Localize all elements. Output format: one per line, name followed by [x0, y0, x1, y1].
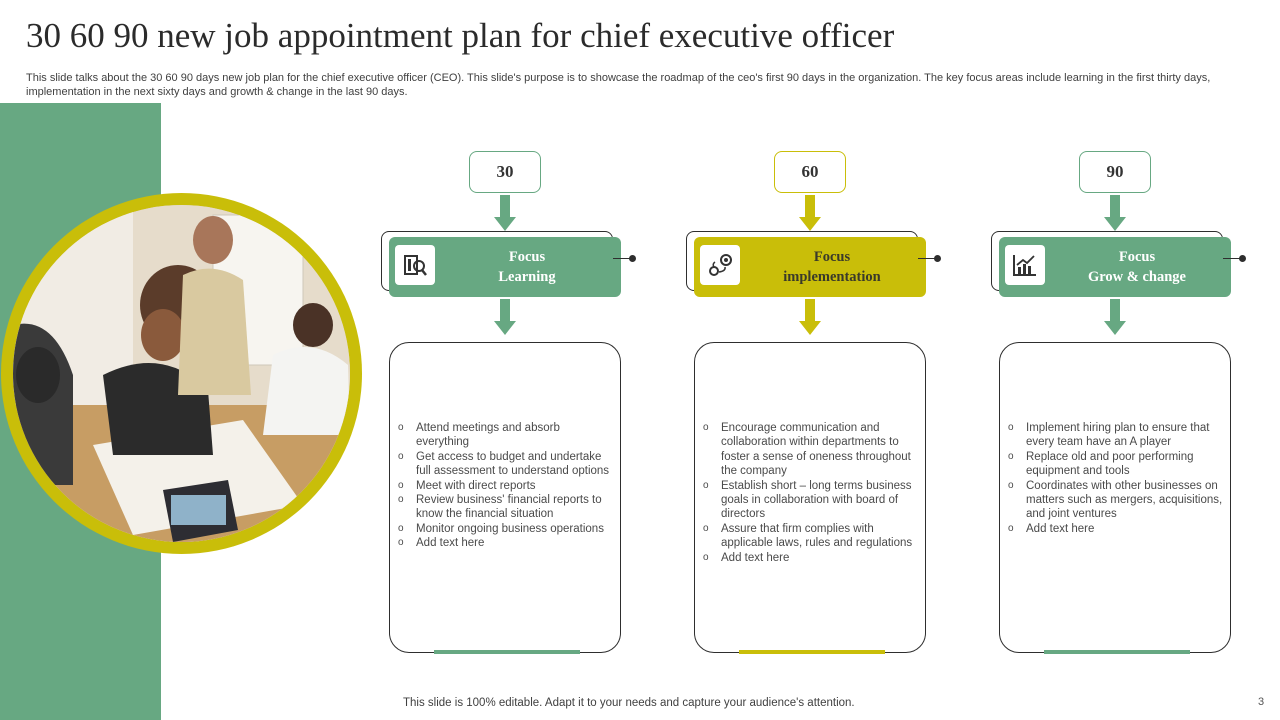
slide-footer: This slide is 100% editable. Adapt it to…	[403, 697, 855, 709]
growth-chart-icon	[1005, 245, 1045, 285]
slide-description: This slide talks about the 30 60 90 days…	[26, 72, 1211, 98]
list-item: Get access to budget and undertake full …	[398, 450, 616, 479]
focus-subject: implementation	[783, 269, 881, 285]
connector-dot	[1239, 255, 1246, 262]
card-accent-bar	[1044, 650, 1190, 654]
focus-subject: Grow & change	[1087, 269, 1186, 285]
down-arrow-icon	[799, 299, 821, 337]
task-list: Implement hiring plan to ensure that eve…	[1008, 421, 1226, 537]
list-item: Meet with direct reports	[398, 479, 616, 494]
day-number-box: 30	[469, 151, 541, 193]
list-item: Implement hiring plan to ensure that eve…	[1008, 421, 1226, 450]
list-item: Replace old and poor performing equipmen…	[1008, 450, 1226, 479]
day-number-box: 60	[774, 151, 846, 193]
list-item: Add text here	[1008, 522, 1226, 537]
list-item: Establish short – long terms business go…	[703, 479, 921, 522]
list-item: Encourage communication and collaboratio…	[703, 421, 921, 479]
down-arrow-icon	[494, 299, 516, 337]
team-photo	[13, 205, 350, 542]
focus-title: Focus implementation	[742, 247, 922, 287]
learning-icon	[395, 245, 435, 285]
slide-title: 30 60 90 new job appointment plan for ch…	[26, 16, 895, 55]
list-item: Coordinates with other businesses on mat…	[1008, 479, 1226, 522]
implementation-icon	[700, 245, 740, 285]
list-item: Add text here	[398, 536, 616, 551]
down-arrow-icon	[1104, 299, 1126, 337]
list-item: Monitor ongoing business operations	[398, 522, 616, 537]
connector-line	[918, 258, 938, 259]
down-arrow-icon	[799, 195, 821, 233]
focus-label: Focus	[1118, 249, 1156, 265]
list-item: Review business' financial reports to kn…	[398, 493, 616, 522]
down-arrow-icon	[494, 195, 516, 233]
plan-column-90: 90 Focus Grow & change Implement hiring …	[991, 151, 1246, 656]
list-item: Attend meetings and absorb everything	[398, 421, 616, 450]
task-list: Attend meetings and absorb everything Ge…	[398, 421, 616, 551]
focus-title: Focus Learning	[437, 247, 617, 287]
plan-column-60: 60 Focus implementation Encourage commun…	[686, 151, 941, 656]
focus-title: Focus Grow & change	[1047, 247, 1227, 287]
connector-line	[1223, 258, 1243, 259]
focus-label: Focus	[508, 249, 546, 265]
page-number: 3	[1258, 696, 1265, 708]
card-accent-bar	[434, 650, 580, 654]
plan-column-30: 30 Focus Learning Attend meetings and ab…	[381, 151, 636, 656]
down-arrow-icon	[1104, 195, 1126, 233]
focus-label: Focus	[813, 249, 851, 265]
list-item: Assure that firm complies with applicabl…	[703, 522, 921, 551]
task-card: Encourage communication and collaboratio…	[694, 342, 926, 653]
day-number-box: 90	[1079, 151, 1151, 193]
connector-line	[613, 258, 633, 259]
connector-dot	[629, 255, 636, 262]
connector-dot	[934, 255, 941, 262]
task-list: Encourage communication and collaboratio…	[703, 421, 921, 565]
list-item: Add text here	[703, 551, 921, 566]
task-card: Implement hiring plan to ensure that eve…	[999, 342, 1231, 653]
focus-subject: Learning	[498, 269, 556, 285]
card-accent-bar	[739, 650, 885, 654]
task-card: Attend meetings and absorb everything Ge…	[389, 342, 621, 653]
